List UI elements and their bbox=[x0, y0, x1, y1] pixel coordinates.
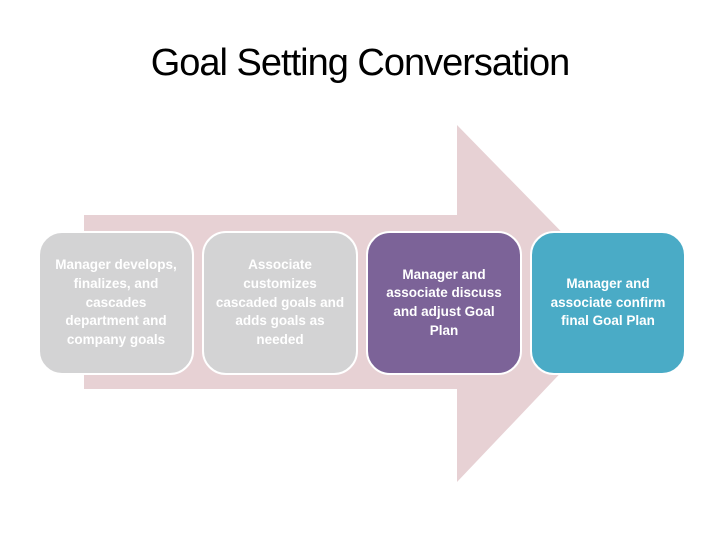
slide-title: Goal Setting Conversation bbox=[150, 42, 571, 84]
step-label: Manager and associate confirm final Goal… bbox=[550, 276, 666, 329]
step-label: Manager and associate discuss and adjust… bbox=[386, 266, 502, 338]
step-box-discuss-adjust-goal-plan: Manager and associate discuss and adjust… bbox=[366, 231, 522, 375]
step-label: Manager develops, finalizes, and cascade… bbox=[55, 257, 177, 347]
step-box-confirm-final-goal-plan: Manager and associate confirm final Goal… bbox=[530, 231, 686, 375]
step-label: Associate customizes cascaded goals and … bbox=[215, 257, 345, 347]
step-box-manager-develops-goals: Manager develops, finalizes, and cascade… bbox=[38, 231, 194, 375]
step-box-associate-customizes-goals: Associate customizes cascaded goals and … bbox=[202, 231, 358, 375]
